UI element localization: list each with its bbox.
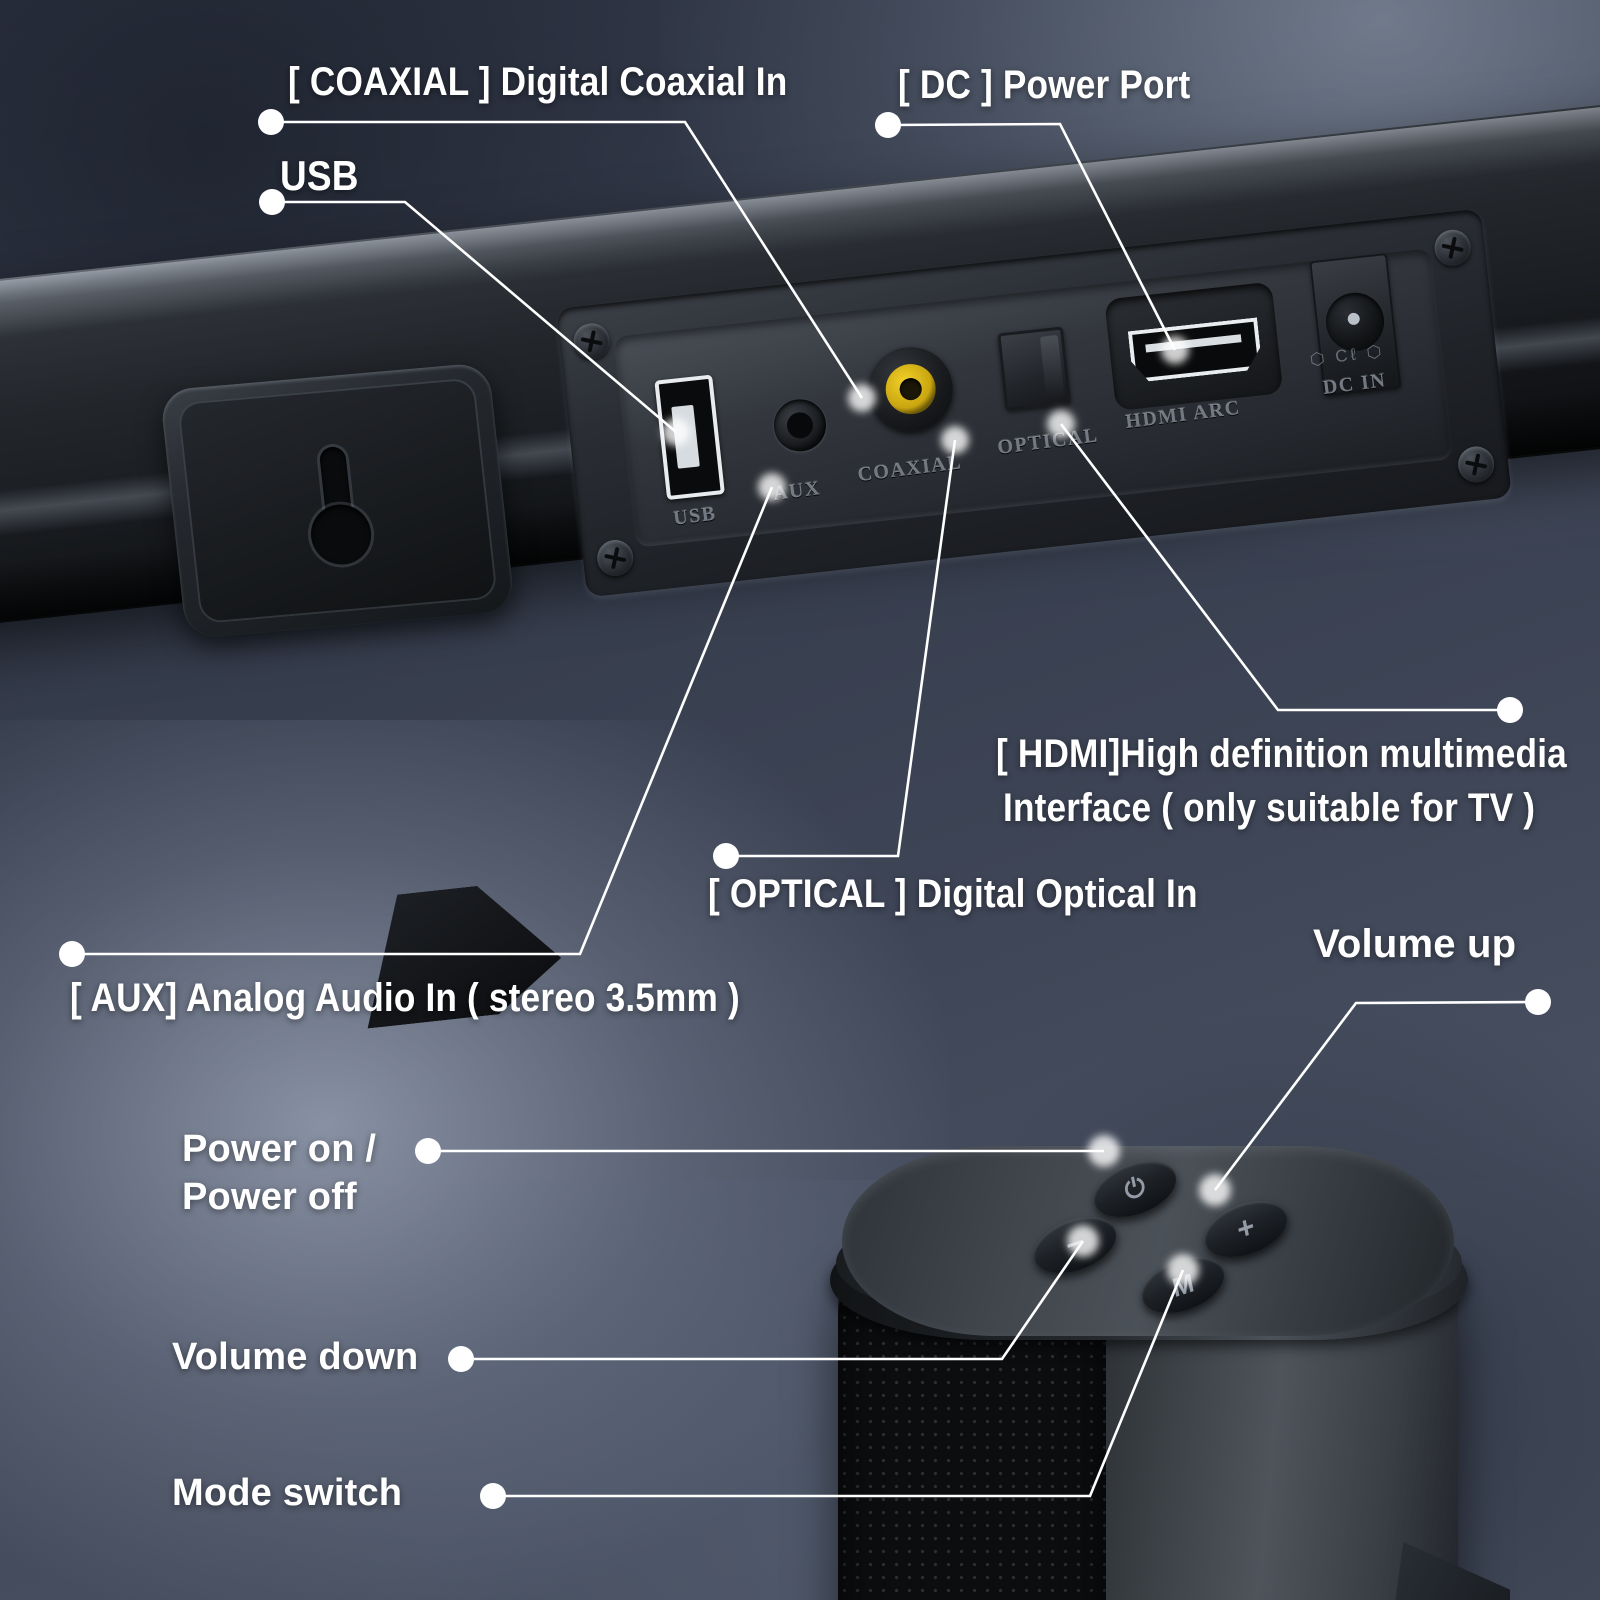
keyhole-circle [307, 502, 375, 567]
callout-volume-up: Volume up [1313, 922, 1517, 966]
coaxial-port[interactable] [864, 342, 958, 436]
callout-power-line1: Power on / [182, 1128, 377, 1170]
engraving-optical: OPTICAL [996, 424, 1100, 459]
screw-top-right [1432, 227, 1473, 268]
callout-mode-switch: Mode switch [172, 1472, 403, 1514]
keyhole-slot-icon [302, 444, 375, 567]
callout-hdmi-line1: [ HDMI]High definition multimedia [996, 732, 1567, 776]
mode-icon: M [1169, 1266, 1197, 1303]
callout-coaxial: [ COAXIAL ] Digital Coaxial In [288, 60, 788, 104]
callout-usb: USB [280, 152, 359, 199]
speaker: ⏻ + − M [820, 1112, 1560, 1600]
aux-port[interactable] [771, 396, 829, 454]
callout-aux: [ AUX] Analog Audio In ( stereo 3.5mm ) [70, 976, 740, 1020]
callout-volume-down: Volume down [172, 1336, 419, 1378]
port-panel-recess: USB AUX COAXIAL OPTICAL HDMI ARC DC IN ⬡… [613, 248, 1454, 548]
callout-dc: [ DC ] Power Port [898, 63, 1191, 107]
power-icon: ⏻ [1121, 1170, 1148, 1206]
plus-icon: + [1234, 1209, 1258, 1248]
screw-bottom-left [595, 538, 636, 578]
screw-top-left [571, 321, 612, 362]
screw-bottom-right [1456, 444, 1497, 485]
engraving-usb: USB [671, 502, 718, 530]
minus-icon: − [1063, 1225, 1087, 1264]
hdmi-port-well [1104, 281, 1284, 412]
usb-port[interactable] [654, 374, 725, 501]
engraving-aux: AUX [771, 477, 823, 505]
optical-port[interactable] [997, 326, 1072, 412]
callout-power-line2: Power off [182, 1176, 357, 1218]
callout-optical: [ OPTICAL ] Digital Optical In [708, 872, 1198, 916]
callout-hdmi-line2: Interface ( only suitable for TV ) [1003, 786, 1536, 830]
wall-mount-pad [159, 362, 516, 640]
hdmi-port[interactable] [1128, 317, 1263, 383]
engraving-coaxial: COAXIAL [856, 451, 964, 487]
